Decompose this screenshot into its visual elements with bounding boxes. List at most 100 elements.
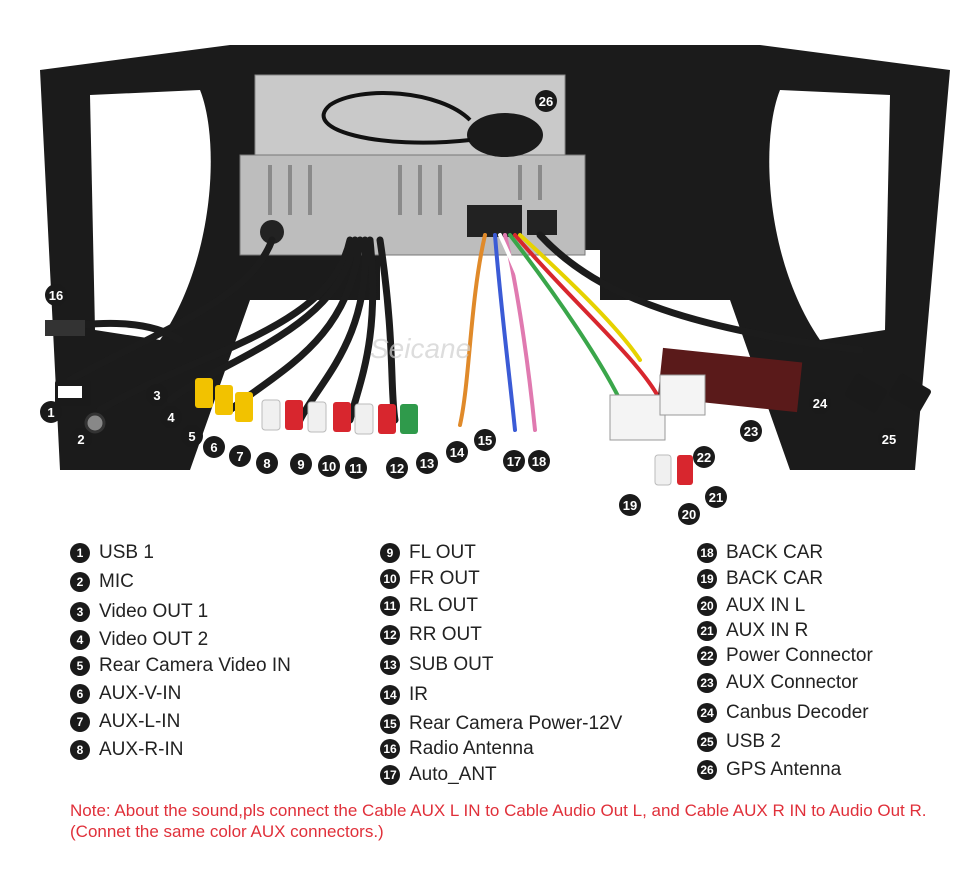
legend-number-badge: 11 bbox=[380, 596, 400, 616]
callout-17: 17 bbox=[503, 450, 525, 472]
legend-item: 14 IR bbox=[380, 684, 428, 706]
legend-item: 21 AUX IN R bbox=[697, 620, 808, 642]
callout-16: 16 bbox=[45, 284, 67, 306]
legend-label: BACK CAR bbox=[726, 542, 824, 563]
callout-5: 5 bbox=[181, 425, 203, 447]
gps-cable bbox=[321, 91, 472, 145]
legend-item: 25 USB 2 bbox=[697, 731, 781, 753]
mic-jack bbox=[84, 412, 106, 434]
aux-port bbox=[527, 210, 557, 235]
radio-antenna-plug bbox=[45, 320, 85, 336]
legend-number-badge: 21 bbox=[697, 621, 717, 641]
watermark: Seicane bbox=[370, 333, 471, 364]
wiring-photo: Seicane 1 2 3 4 5 6 7 8 9 10 11 12 13 14… bbox=[40, 45, 950, 525]
callout-20: 20 bbox=[678, 503, 700, 525]
legend-label: AUX-R-IN bbox=[99, 739, 184, 760]
legend-item: 23 AUX Connector bbox=[697, 672, 858, 694]
callout-6: 6 bbox=[203, 436, 225, 458]
legend-number-badge: 16 bbox=[380, 739, 400, 759]
legend-label: Video OUT 2 bbox=[99, 629, 209, 650]
sound-note: Note: About the sound,pls connect the Ca… bbox=[70, 801, 927, 841]
usb2-plug-a bbox=[845, 373, 887, 413]
legend-item: 15 Rear Camera Power-12V bbox=[380, 713, 622, 735]
legend-number-badge: 23 bbox=[697, 673, 717, 693]
legend-label: AUX Connector bbox=[726, 672, 859, 693]
legend-item: 11 RL OUT bbox=[380, 595, 478, 617]
legend-number-badge: 2 bbox=[70, 572, 90, 592]
legend-number-badge: 9 bbox=[380, 543, 400, 563]
callout-3: 3 bbox=[146, 384, 168, 406]
legend-item: 24 Canbus Decoder bbox=[697, 702, 869, 724]
usb2-plug-b bbox=[889, 373, 931, 413]
callout-22: 22 bbox=[693, 446, 715, 468]
color-wires bbox=[458, 233, 662, 472]
legend-item: 7 AUX-L-IN bbox=[70, 711, 180, 733]
legend-number-badge: 6 bbox=[70, 684, 90, 704]
legend-label: AUX-V-IN bbox=[99, 683, 182, 704]
legend-label: IR bbox=[409, 684, 428, 705]
legend-item: 2 MIC bbox=[70, 571, 134, 593]
legend-label: USB 2 bbox=[726, 731, 781, 752]
legend-label: MIC bbox=[99, 571, 134, 592]
legend-label: SUB OUT bbox=[409, 654, 494, 675]
legend-number-badge: 4 bbox=[70, 630, 90, 650]
legend-number-badge: 7 bbox=[70, 712, 90, 732]
callout-4: 4 bbox=[160, 406, 182, 428]
callout-1: 1 bbox=[40, 401, 62, 423]
legend-number-badge: 22 bbox=[697, 646, 717, 666]
legend-item: 18 BACK CAR bbox=[697, 542, 823, 564]
legend-number-badge: 19 bbox=[697, 569, 717, 589]
legend-label: RL OUT bbox=[409, 595, 478, 616]
legend-item: 17 Auto_ANT bbox=[380, 764, 497, 786]
legend-number-badge: 12 bbox=[380, 625, 400, 645]
left-window bbox=[90, 90, 211, 340]
legend-item: 8 AUX-R-IN bbox=[70, 739, 183, 761]
callout-7: 7 bbox=[229, 445, 251, 467]
legend-label: Auto_ANT bbox=[409, 764, 497, 785]
callout-10: 10 bbox=[318, 455, 340, 477]
rca-plugs bbox=[195, 378, 693, 486]
callout-13: 13 bbox=[416, 452, 438, 474]
radio-port bbox=[260, 220, 284, 244]
legend-label: FL OUT bbox=[409, 542, 476, 563]
legend-number-badge: 17 bbox=[380, 765, 400, 785]
chassis-back bbox=[239, 154, 586, 256]
callout-18: 18 bbox=[528, 450, 550, 472]
legend-label: AUX-L-IN bbox=[99, 711, 181, 732]
legend-item: 20 AUX IN L bbox=[697, 595, 805, 617]
legend-label: AUX IN R bbox=[726, 620, 809, 641]
legend-number-badge: 15 bbox=[380, 714, 400, 734]
legend-item: 26 GPS Antenna bbox=[697, 759, 841, 781]
legend-number-badge: 26 bbox=[697, 760, 717, 780]
legend-label: AUX IN L bbox=[726, 595, 806, 616]
legend-label: Video OUT 1 bbox=[99, 601, 209, 622]
legend-label: GPS Antenna bbox=[726, 759, 842, 780]
callout-9: 9 bbox=[290, 453, 312, 475]
legend-item: 6 AUX-V-IN bbox=[70, 683, 181, 705]
callout-12: 12 bbox=[386, 457, 408, 479]
callout-23: 23 bbox=[740, 420, 762, 442]
legend-item: 22 Power Connector bbox=[697, 645, 873, 667]
legend-label: Rear Camera Video IN bbox=[99, 655, 291, 676]
legend-label: Canbus Decoder bbox=[726, 702, 869, 723]
callout-2: 2 bbox=[70, 428, 92, 450]
legend-number-badge: 24 bbox=[697, 703, 717, 723]
callout-24: 24 bbox=[809, 392, 831, 414]
legend-number-badge: 8 bbox=[70, 740, 90, 760]
legend-number-badge: 25 bbox=[697, 732, 717, 752]
legend-label: Power Connector bbox=[726, 645, 873, 666]
right-window bbox=[769, 90, 890, 340]
callout-11: 11 bbox=[345, 457, 367, 479]
legend-number-badge: 18 bbox=[697, 543, 717, 563]
legend-number-badge: 10 bbox=[380, 569, 400, 589]
legend-label: Rear Camera Power-12V bbox=[409, 713, 623, 734]
legend-number-badge: 14 bbox=[380, 685, 400, 705]
legend-number-badge: 20 bbox=[697, 596, 717, 616]
legend-number-badge: 13 bbox=[380, 655, 400, 675]
legend-number-badge: 1 bbox=[70, 543, 90, 563]
